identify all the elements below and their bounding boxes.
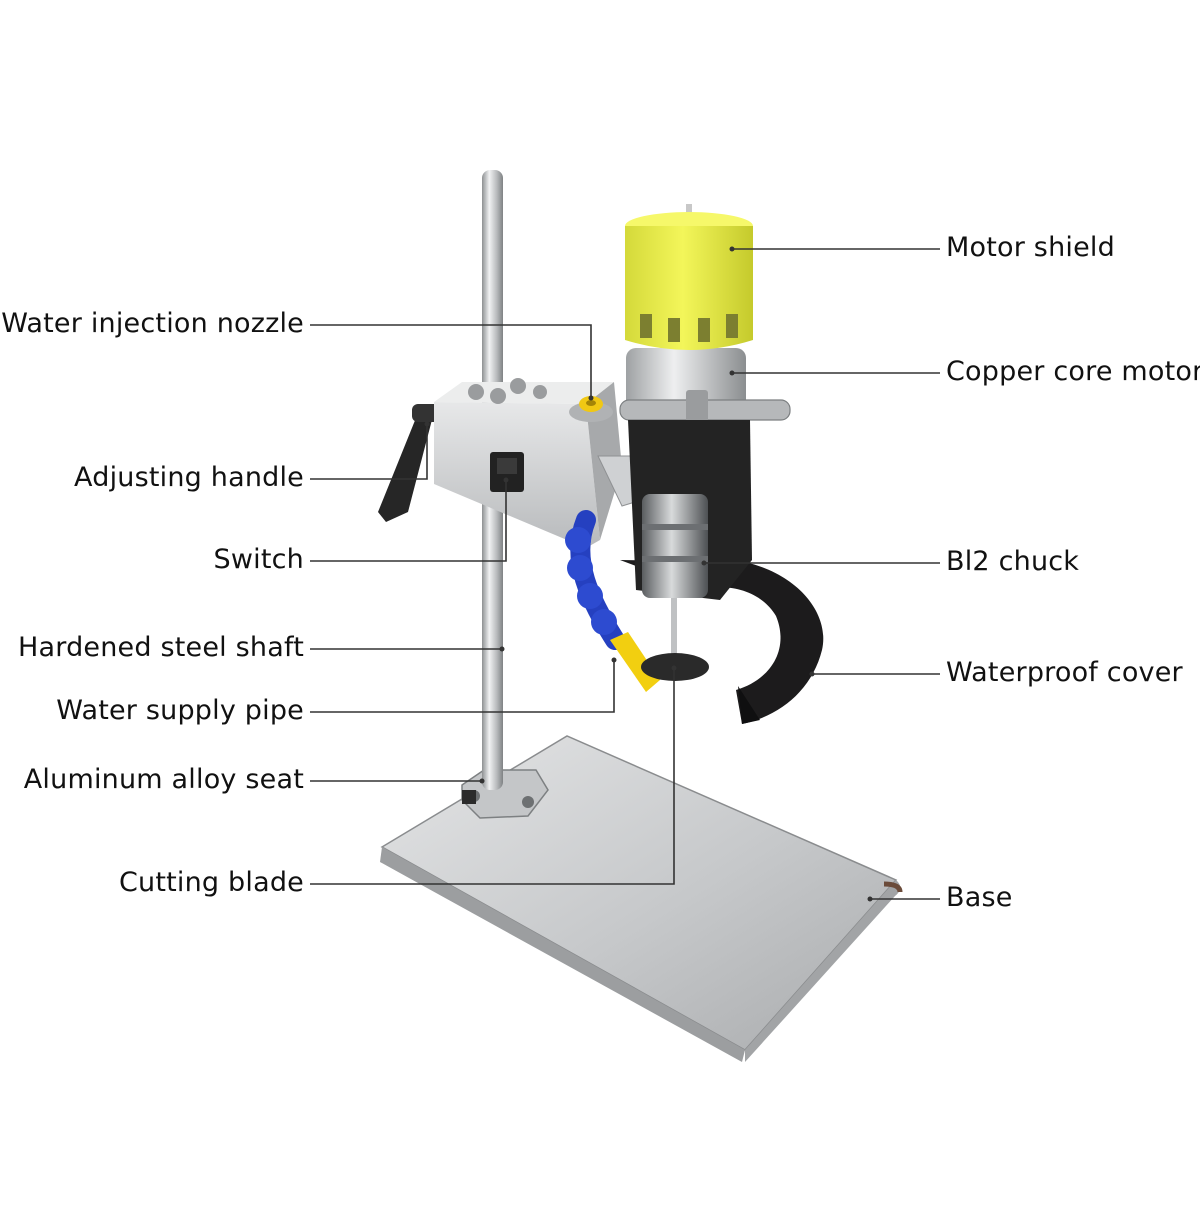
- motor-assembly: [619, 348, 791, 668]
- water-supply-pipe-leader-line: [310, 660, 615, 713]
- aluminum-alloy-seat-leader-dot: [479, 778, 485, 784]
- waterproof-cover-leader-dot: [809, 671, 815, 677]
- water-supply-pipe-label: Water supply pipe: [56, 695, 304, 726]
- waterproof-cover-guard: [620, 560, 824, 724]
- cutting-blade-label: Cutting blade: [118, 867, 304, 898]
- copper-core-motor-label: Copper core motor: [946, 356, 1200, 387]
- base-label: Base: [946, 882, 1013, 913]
- base-leader-dot: [867, 896, 873, 902]
- leader-lines: [310, 246, 940, 902]
- copper-core-motor-leader-dot: [729, 370, 735, 376]
- adjusting-handle-leader-line: [310, 424, 428, 480]
- water-injection-nozzle-label: Water injection nozzle: [1, 308, 304, 339]
- bl2-chuck-label: Bl2 chuck: [946, 546, 1080, 577]
- cutting-blade-leader-line: [310, 668, 675, 885]
- aluminum-alloy-seat-label: Aluminum alloy seat: [23, 764, 304, 795]
- water-injection-nozzle-leader-line: [310, 324, 592, 398]
- switch-leader-dot: [503, 477, 509, 483]
- cutting-blade-leader-dot: [671, 665, 677, 671]
- water-supply-pipe-leader-dot: [611, 657, 617, 663]
- switch-label: Switch: [213, 544, 304, 575]
- motor-shield-cap: [625, 204, 753, 350]
- water-injection-nozzle-leader-dot: [588, 395, 594, 401]
- adjusting-handle-label: Adjusting handle: [74, 462, 304, 493]
- switch-leader-line: [310, 480, 507, 562]
- waterproof-cover-label: Waterproof cover: [946, 657, 1183, 688]
- arm-block: [434, 378, 649, 548]
- adjusting-handle-lever: [378, 404, 442, 522]
- motor-shield-leader-dot: [729, 246, 735, 252]
- water-supply-pipe-segments: [565, 510, 660, 692]
- adjusting-handle-leader-dot: [424, 421, 430, 427]
- base-plate: [380, 735, 903, 1062]
- hardened-steel-shaft-leader-dot: [499, 646, 505, 652]
- bl2-chuck-leader-dot: [701, 560, 707, 566]
- water-injection-nozzle-fitting: [569, 396, 613, 422]
- hardened-steel-shaft-label: Hardened steel shaft: [18, 632, 304, 663]
- motor-shield-label: Motor shield: [946, 232, 1115, 263]
